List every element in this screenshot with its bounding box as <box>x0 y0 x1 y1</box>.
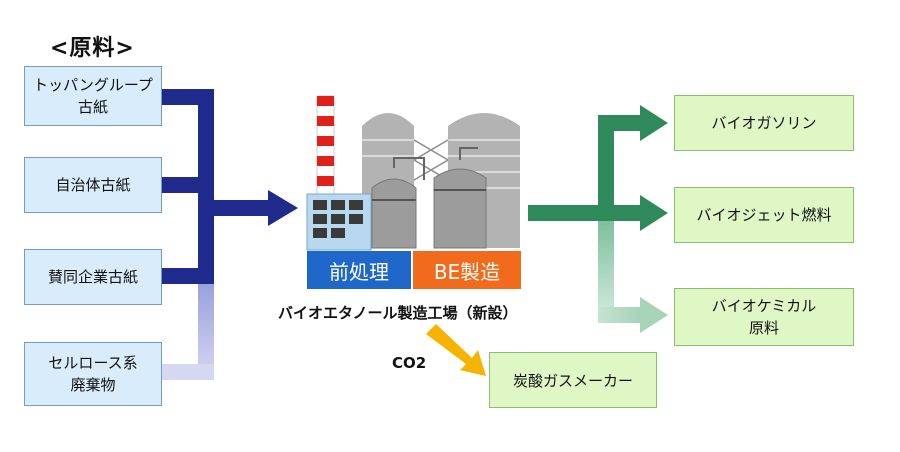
output-box-biogasoline: バイオガソリン <box>674 95 854 151</box>
input-arrow-head <box>268 190 298 226</box>
input-connector-cellulose <box>162 364 214 380</box>
input-box-cellulose-waste: セルロース系 廃棄物 <box>24 342 162 406</box>
chimney <box>316 95 335 195</box>
output-vertical-bar <box>598 115 614 221</box>
output-connector-lines <box>528 105 668 333</box>
input-horizontal-bar <box>198 200 268 216</box>
output-arrow-biogasoline <box>640 105 668 141</box>
carbon-dioxide-maker-box: 炭酸ガスメーカー <box>489 352 657 408</box>
output-label-biochemical-material: バイオケミカル 原料 <box>711 297 817 337</box>
output-label-jet-fuel: バイオジェット燃料 <box>696 206 832 224</box>
be-production-label: BE製造 <box>433 259 501 284</box>
pretreatment-block: 前処理 <box>307 251 411 289</box>
input-connector-lines <box>162 89 298 380</box>
output-arrow-chemical <box>640 297 668 333</box>
carbon-dioxide-maker-label: 炭酸ガスメーカー <box>512 371 633 390</box>
output-box-biochemical-material: バイオケミカル 原料 <box>674 288 854 346</box>
raw-materials-heading: <原料> <box>50 36 135 61</box>
output-line-jetfuel <box>606 205 640 221</box>
co2-label: CO2 <box>392 354 427 372</box>
output-horizontal-bar <box>528 205 606 221</box>
output-label-biogasoline: バイオガソリン <box>711 114 817 132</box>
be-production-block: BE製造 <box>413 251 521 289</box>
input-box-supporting-company-paper: 賛同企業古紙 <box>24 249 162 305</box>
input-label-cellulose-waste: セルロース系 廃棄物 <box>48 354 138 394</box>
input-vertical-bar <box>198 89 214 284</box>
output-line-biogasoline <box>598 115 640 131</box>
input-connector-cellulose-vertical <box>198 284 214 380</box>
input-label-tppan-paper: トッパングループ 古紙 <box>33 76 153 116</box>
co2-arrow <box>426 324 486 376</box>
input-label-municipal-paper: 自治体古紙 <box>55 176 131 194</box>
plant-name-label: バイオエタノール製造工場（新設） <box>278 304 518 322</box>
input-label-supporting-company-paper: 賛同企業古紙 <box>47 268 138 286</box>
small-tanks <box>371 147 487 249</box>
input-box-municipal-paper: 自治体古紙 <box>24 157 162 213</box>
factory-building <box>306 193 372 251</box>
input-box-tppan-paper: トッパングループ 古紙 <box>24 66 162 126</box>
output-arrow-jetfuel <box>640 195 668 231</box>
pretreatment-label: 前処理 <box>329 259 389 284</box>
output-box-jet-fuel: バイオジェット燃料 <box>674 187 854 243</box>
output-vertical-light <box>598 221 614 321</box>
factory-illustration <box>306 95 520 251</box>
output-line-chemical <box>598 307 640 323</box>
